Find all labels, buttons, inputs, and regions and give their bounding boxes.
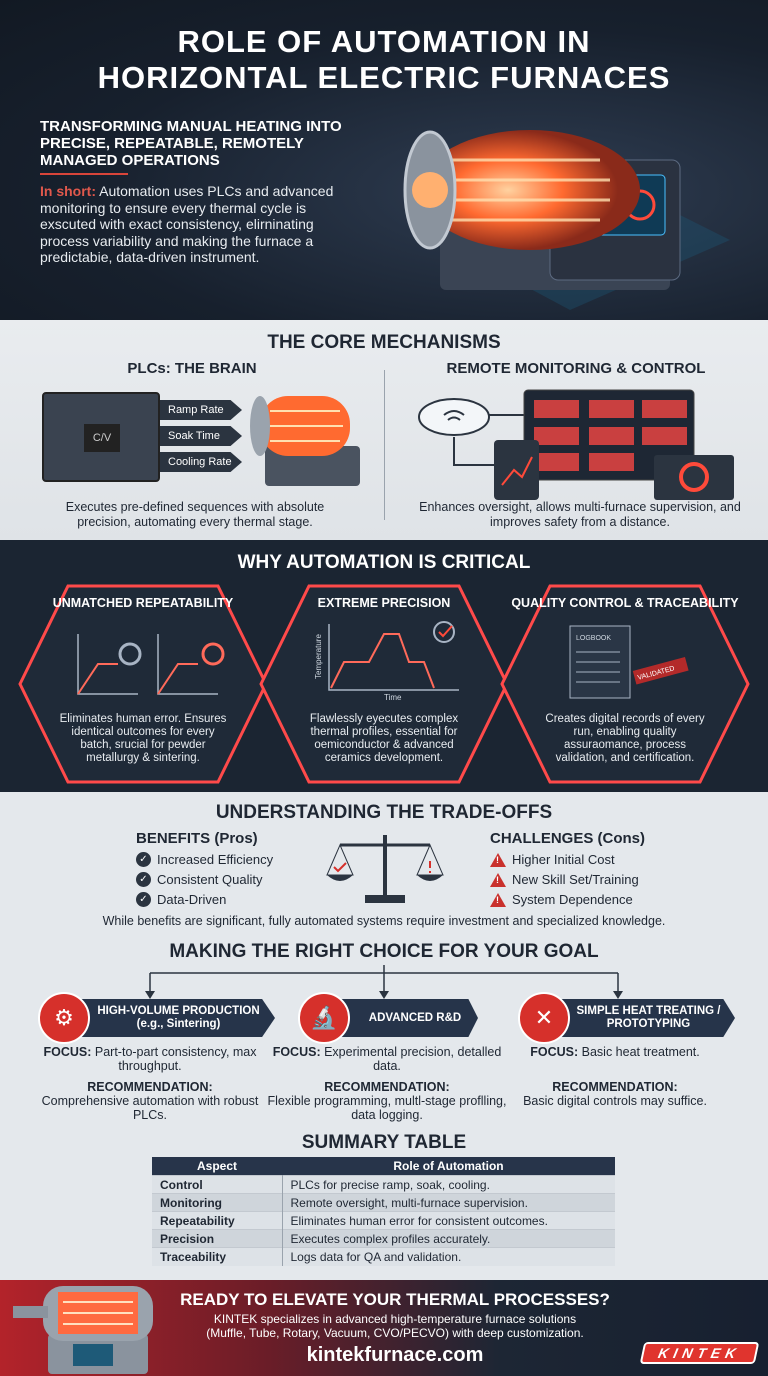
section-title: MAKING THE RIGHT CHOICE FOR YOUR GOAL: [169, 941, 599, 962]
divider: [40, 173, 128, 175]
challenges-title: CHALLENGES (Cons): [490, 830, 645, 847]
card-traceability: LOGBOOK VALIDATED QUALITY CONTROL & TRAC…: [500, 584, 750, 784]
website-link[interactable]: kintekfurnace.com: [306, 1344, 484, 1366]
warning-icon: !: [490, 872, 506, 887]
card-repeatability: UNMATCHED REPEATABILITY Eliminates human…: [18, 584, 268, 784]
arrow-ramp-rate: Ramp Rate: [160, 400, 242, 420]
table-cell: Eliminates human error for consistent ou…: [282, 1211, 615, 1230]
recommendation-text: RECOMMENDATION:Comprehensive automation …: [41, 1080, 259, 1122]
card-title: UNMATCHED REPEATABILITY: [52, 596, 234, 610]
table-cell: PLCs for precise ramp, soak, cooling.: [282, 1175, 615, 1194]
arrow-cooling-rate: Cooling Rate: [160, 452, 242, 472]
table-cell: Monitoring: [152, 1193, 283, 1212]
plc-icon: C/V: [42, 392, 160, 482]
section-title: UNDERSTANDING THE TRADE-OFFS: [215, 802, 553, 823]
section-title: WHY AUTOMATION IS CRITICAL: [237, 552, 531, 573]
furnace-illustration: [13, 1286, 153, 1374]
subtitle: TRANSFORMING MANUAL HEATING INTO PRECISE…: [40, 118, 342, 169]
gears-icon: ⚙: [38, 992, 90, 1044]
kintek-logo: KINTEK: [639, 1342, 760, 1364]
table-cell: Logs data for QA and validation.: [282, 1247, 615, 1266]
plc-heading: PLCs: THE BRAIN: [127, 360, 257, 377]
tradeoffs-section: UNDERSTANDING THE TRADE-OFFS BENEFITS (P…: [0, 792, 768, 937]
remote-monitoring-illustration: [418, 389, 734, 500]
focus-text: FOCUS: Part-to-part consistency, max thr…: [43, 1045, 257, 1073]
card-text: Flawlessly eyecutes complex thermal prof…: [309, 713, 459, 764]
footer-cta: READY TO ELEVATE YOUR THERMAL PROCESSES?…: [0, 1280, 768, 1376]
check-icon: ✓: [136, 852, 151, 867]
lead-paragraph: In short: Automation uses PLCs and advan…: [40, 183, 334, 265]
why-automation-section: WHY AUTOMATION IS CRITICAL UNMATCHED REP…: [0, 540, 768, 792]
table-cell: Control: [152, 1175, 283, 1194]
axis-x-label: Time: [384, 693, 402, 702]
core-mechanisms-section: THE CORE MECHANISMS PLCs: THE BRAIN C/V …: [0, 320, 768, 540]
cloud-wifi-icon: [418, 398, 490, 436]
focus-text: FOCUS: Basic heat treatment.: [530, 1045, 700, 1059]
furnace-icon: [250, 396, 360, 486]
challenge-item: !Higher Initial Cost: [490, 852, 615, 867]
remote-caption: Enhances oversight, allows multi-furnace…: [419, 500, 741, 529]
choice-section: MAKING THE RIGHT CHOICE FOR YOUR GOAL HI…: [0, 937, 768, 1132]
table-cell: Traceability: [152, 1247, 283, 1266]
focus-text: FOCUS: Experimental precision, detalled …: [272, 1045, 502, 1073]
warning-icon: !: [490, 892, 506, 907]
plc-caption: Executes pre-defined sequences with abso…: [65, 500, 325, 529]
tradeoffs-caption: While benefits are significant, fully au…: [102, 914, 666, 928]
furnace-illustration: [403, 130, 730, 310]
benefit-item: ✓Consistent Quality: [136, 872, 263, 887]
benefit-item: ✓Data-Driven: [136, 892, 226, 907]
recommendation-text: RECOMMENDATION:Basic digital controls ma…: [523, 1080, 707, 1108]
benefits-title: BENEFITS (Pros): [136, 830, 258, 847]
table-cell: Executes complex profiles accurately.: [282, 1229, 615, 1248]
check-icon: ✓: [136, 892, 151, 907]
warning-icon: !: [490, 852, 506, 867]
option-high-volume: HIGH-VOLUME PRODUCTION(e.g., Sintering): [60, 999, 275, 1037]
check-icon: ✓: [136, 872, 151, 887]
plc-label: C/V: [84, 424, 120, 452]
table-cell: Precision: [152, 1229, 283, 1248]
card-text: Creates digital records of every run, en…: [545, 713, 705, 764]
microscope-icon: 🔬: [298, 992, 350, 1044]
remote-heading: REMOTE MONITORING & CONTROL: [446, 360, 706, 377]
column-header: Aspect: [152, 1157, 282, 1176]
benefit-item: ✓Increased Efficiency: [136, 852, 273, 867]
tools-icon: ✕: [518, 992, 570, 1044]
section-title: SUMMARY TABLE: [301, 1132, 467, 1153]
logbook-label: LOGBOOK: [576, 635, 611, 642]
table-cell: Remote oversight, multi-furnace supervis…: [282, 1193, 615, 1212]
card-precision: Temperature Time EXTREME PRECISION Flawl…: [259, 584, 509, 784]
option-simple-heat: SIMPLE HEAT TREATING / PROTOTYPING: [540, 999, 735, 1037]
table-cell: Repeatability: [152, 1211, 283, 1230]
column-divider: [384, 370, 385, 520]
column-header: Role of Automation: [282, 1157, 615, 1176]
axis-y-label: Temperature: [314, 634, 323, 679]
challenge-item: !System Dependence: [490, 892, 633, 907]
section-title: THE CORE MECHANISMS: [267, 332, 501, 353]
recommendation-text: RECOMMENDATION:Flexible programming, mul…: [267, 1080, 507, 1122]
card-text: Eliminates human error. Ensures identica…: [59, 713, 227, 764]
card-title: EXTREME PRECISION: [317, 596, 451, 610]
challenge-item: !New Skill Set/Training: [490, 872, 639, 887]
arrow-soak-time: Soak Time: [160, 426, 242, 446]
cta-heading: READY TO ELEVATE YOUR THERMAL PROCESSES?: [180, 1290, 610, 1309]
decision-tree-lines: [145, 965, 623, 999]
balance-scale-icon: [326, 835, 444, 903]
cta-text: KINTEK specializes in advanced high-temp…: [206, 1312, 584, 1340]
card-title: QUALITY CONTROL & TRACEABILITY: [511, 596, 739, 610]
